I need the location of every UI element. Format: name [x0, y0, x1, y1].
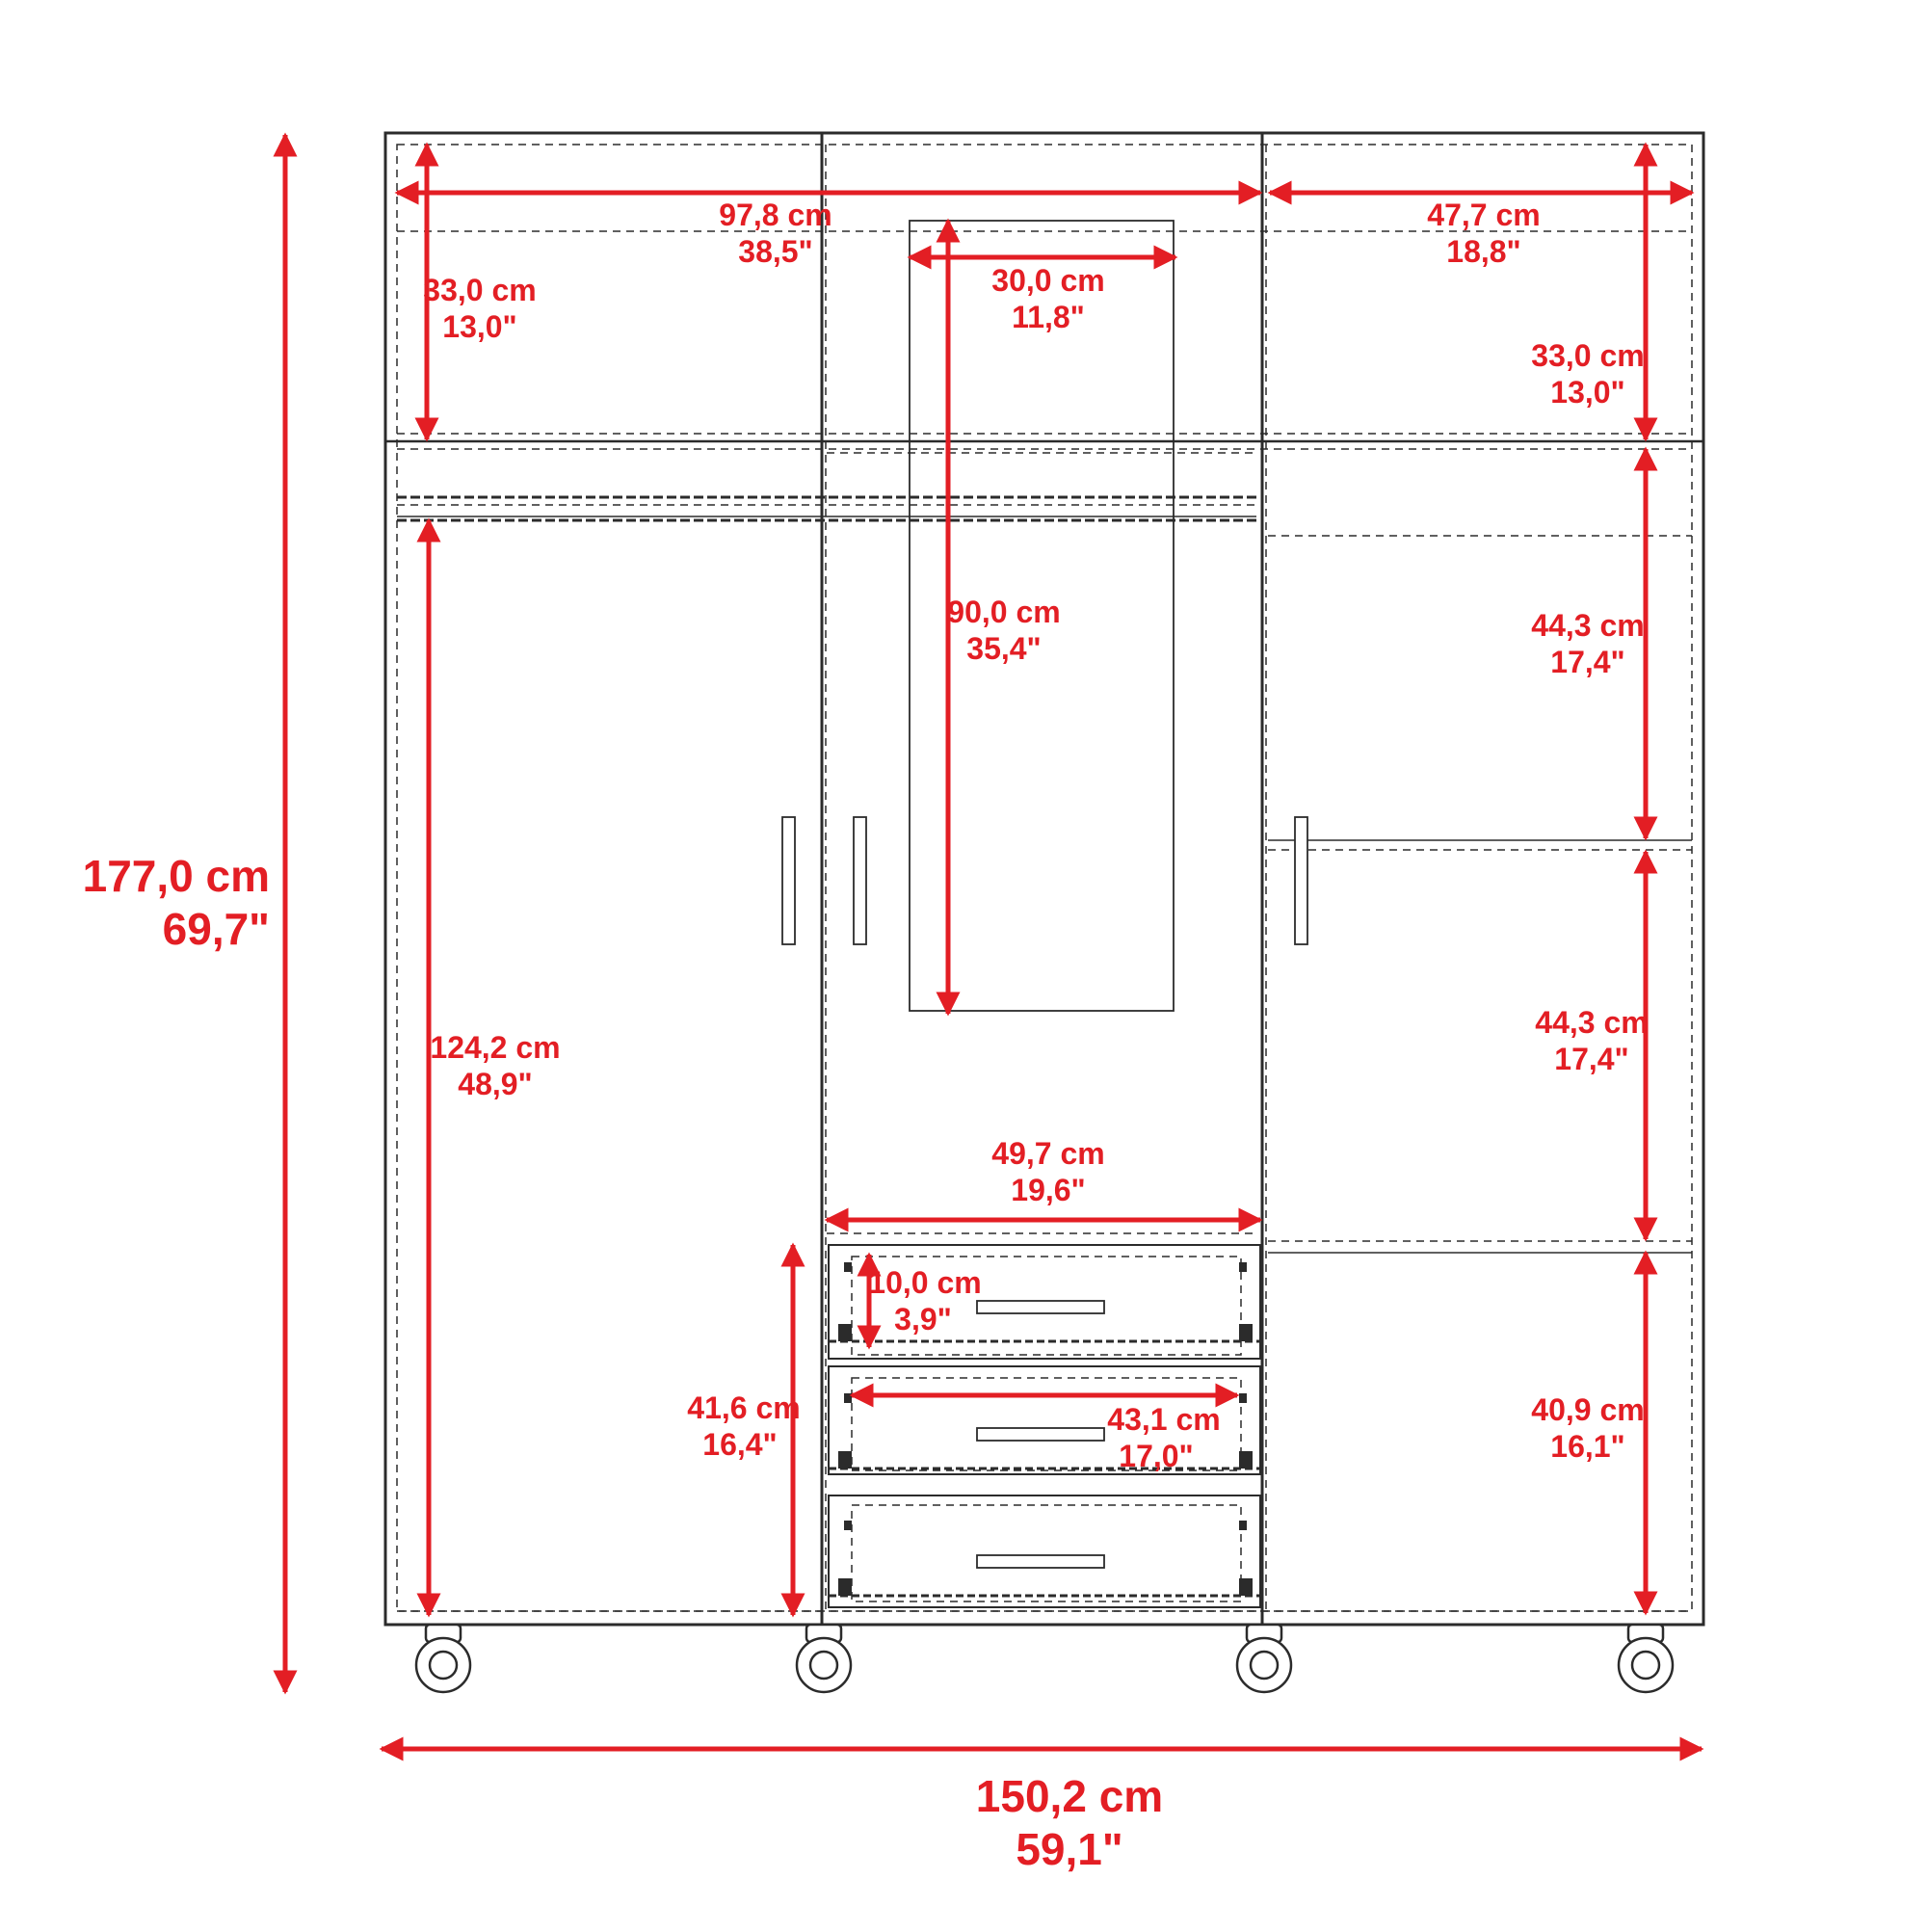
door-handles: [781, 816, 1308, 945]
top-shelf-left-cm: 33,0 cm: [423, 273, 536, 307]
inner-width-left-center-cm: 97,8 cm: [719, 198, 832, 232]
mirror-panel: [909, 220, 1175, 1012]
drawer-handle-icon: [976, 1554, 1105, 1569]
drawer-height-cm: 10,0 cm: [868, 1265, 981, 1300]
inner-width-left-center-in: 38,5": [738, 234, 812, 269]
top-shelf-right-in: 13,0": [1550, 375, 1624, 410]
mirror-width-in: 11,8": [1012, 300, 1085, 334]
top-shelf-right-cm: 33,0 cm: [1531, 338, 1644, 373]
wardrobe-inner-frame: [396, 144, 1693, 1612]
drawer-3: [828, 1495, 1261, 1608]
overall-width-cm: 150,2 cm: [976, 1771, 1163, 1821]
center-inner-width-cm: 49,7 cm: [991, 1136, 1104, 1171]
door-handle-icon: [853, 816, 867, 945]
drawer-width-cm: 43,1 cm: [1107, 1402, 1220, 1437]
overall-height-in: 69,7": [163, 904, 270, 954]
overall-width-in: 59,1": [1016, 1824, 1122, 1874]
hanging-height-cm: 124,2 cm: [430, 1030, 560, 1065]
casters: [414, 1623, 1675, 1694]
right-shelf-2-in: 17,4": [1554, 1042, 1628, 1076]
mirror-height-in: 35,4": [966, 631, 1041, 666]
drawer-height-in: 3,9": [894, 1302, 952, 1337]
drawer-width-in: 17,0": [1119, 1439, 1193, 1473]
drawer-section-height-in: 16,4": [702, 1427, 777, 1462]
wardrobe-body: [383, 131, 1705, 1627]
mirror-width-cm: 30,0 cm: [991, 263, 1104, 298]
drawer-handle-icon: [976, 1427, 1105, 1442]
right-shelf-2-cm: 44,3 cm: [1535, 1005, 1648, 1040]
dimension-labels: 177,0 cm 69,7" 150,2 cm 59,1" 97,8 cm 38…: [83, 198, 1649, 1874]
drawer-handle-icon: [976, 1300, 1105, 1314]
hanging-height-in: 48,9": [458, 1067, 532, 1101]
caster-wheel-icon: [795, 1623, 853, 1694]
drawer-runners: [838, 1262, 1253, 1596]
caster-wheel-icon: [1235, 1623, 1293, 1694]
wardrobe-outer-frame: [383, 131, 1705, 1627]
inner-width-right-in: 18,8": [1446, 234, 1520, 269]
top-shelf-left-in: 13,0": [442, 309, 516, 344]
drawer-1: [828, 1244, 1261, 1360]
drawer-2: [828, 1365, 1261, 1475]
door-handle-icon: [781, 816, 796, 945]
door-handle-icon: [1294, 816, 1308, 945]
caster-wheel-icon: [414, 1623, 472, 1694]
right-shelf-3-in: 16,1": [1550, 1429, 1624, 1464]
mirror-height-cm: 90,0 cm: [947, 595, 1060, 629]
center-inner-width-in: 19,6": [1011, 1173, 1085, 1207]
overall-height-cm: 177,0 cm: [83, 851, 270, 901]
drawer-handles: [976, 1300, 1105, 1569]
dimension-arrows: [273, 132, 1704, 1761]
drawer-section-height-cm: 41,6 cm: [687, 1390, 800, 1425]
right-shelf-1-cm: 44,3 cm: [1531, 608, 1644, 643]
right-shelf-3-cm: 40,9 cm: [1531, 1392, 1644, 1427]
right-shelf-1-in: 17,4": [1550, 645, 1624, 679]
inner-width-right-cm: 47,7 cm: [1427, 198, 1540, 232]
caster-wheel-icon: [1617, 1623, 1675, 1694]
